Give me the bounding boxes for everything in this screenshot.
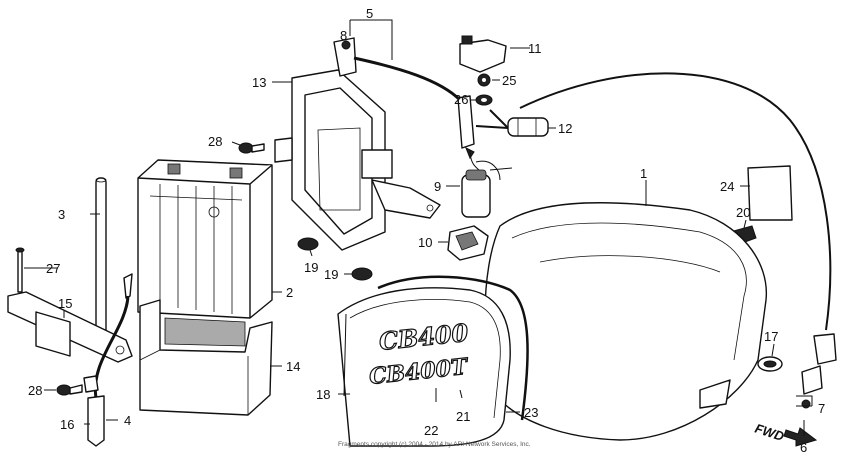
ground-cable xyxy=(83,273,133,447)
fuse-case xyxy=(447,225,489,261)
cable-7 xyxy=(519,72,837,409)
label-20: 20 xyxy=(736,205,750,220)
battery xyxy=(137,159,273,319)
label-14: 14 xyxy=(286,359,300,374)
label-22: 22 xyxy=(424,423,438,438)
grommet-19-lower xyxy=(351,267,373,281)
washer-26 xyxy=(475,94,493,106)
label-1: 1 xyxy=(640,166,647,181)
label-10: 10 xyxy=(418,235,432,250)
label-11: 11 xyxy=(528,41,542,56)
caution-label xyxy=(747,165,793,221)
label-26: 26 xyxy=(454,92,468,107)
label-16: 16 xyxy=(60,417,74,432)
label-15: 15 xyxy=(58,296,72,311)
label-17: 17 xyxy=(764,329,778,344)
bolt-28-lower xyxy=(56,384,83,396)
copyright-notice: Fragments copyright (c) 2004 - 2014 by A… xyxy=(338,441,531,448)
label-7: 7 xyxy=(818,401,825,416)
label-13: 13 xyxy=(252,75,266,90)
vent-tube xyxy=(95,177,107,339)
bolt-28-upper xyxy=(238,142,265,154)
side-cover xyxy=(484,201,767,441)
label-28-lower: 28 xyxy=(28,383,42,398)
fwd-label: FWD xyxy=(753,421,786,445)
label-24: 24 xyxy=(720,179,734,194)
label-2: 2 xyxy=(286,285,293,300)
label-19-upper: 19 xyxy=(304,260,318,275)
label-23: 23 xyxy=(524,405,538,420)
label-28-upper: 28 xyxy=(208,134,222,149)
nut-25 xyxy=(477,73,491,87)
label-3: 3 xyxy=(58,207,65,222)
callouts: 5 8 11 25 26 12 9 13 28 3 27 2 14 15 28 … xyxy=(28,6,825,455)
label-25: 25 xyxy=(502,73,516,88)
label-19-lower: 19 xyxy=(324,267,338,282)
label-12: 12 xyxy=(558,121,572,136)
label-21: 21 xyxy=(456,409,470,424)
label-4: 4 xyxy=(124,413,131,428)
label-6: 6 xyxy=(800,440,807,455)
battery-bracket xyxy=(7,291,133,363)
emblem-panel: CB400 CB400T xyxy=(337,287,511,447)
rectifier-11 xyxy=(459,35,507,73)
fuse-holder xyxy=(475,109,549,137)
label-5: 5 xyxy=(366,6,373,21)
battery-holder xyxy=(274,69,441,251)
label-8: 8 xyxy=(340,28,347,43)
label-9: 9 xyxy=(434,179,441,194)
trim-strip xyxy=(377,275,529,421)
label-27: 27 xyxy=(46,261,60,276)
positive-cable xyxy=(333,37,475,160)
grommet-19-upper xyxy=(297,237,319,251)
grommet-17 xyxy=(757,356,783,372)
starter-relay xyxy=(461,149,513,218)
label-18: 18 xyxy=(316,387,330,402)
battery-case xyxy=(139,299,273,416)
bolt-27 xyxy=(15,247,25,293)
leader-lines xyxy=(24,19,813,436)
